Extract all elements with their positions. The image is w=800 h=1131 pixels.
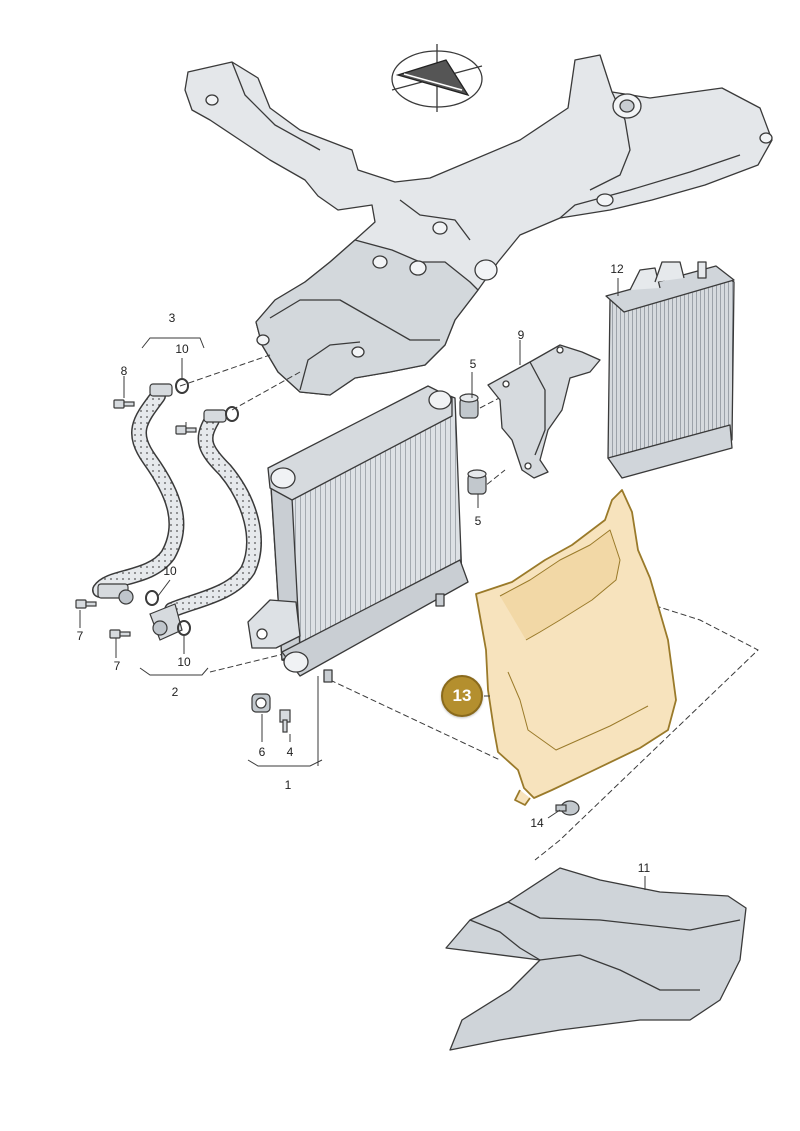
rubber-mount-parts bbox=[251, 393, 487, 733]
oil-hose-3 bbox=[92, 383, 185, 605]
callout-5: 5 bbox=[469, 357, 477, 371]
callout-5: 5 bbox=[474, 514, 482, 528]
callout-2: 2 bbox=[171, 685, 179, 699]
callout-14: 14 bbox=[530, 816, 544, 830]
oil-hose-2 bbox=[149, 409, 262, 641]
bolt-part-14 bbox=[555, 800, 580, 816]
callout-10: 10 bbox=[177, 655, 191, 669]
callout-7: 7 bbox=[76, 629, 84, 643]
highlighted-callout-13[interactable]: 13 bbox=[441, 675, 483, 717]
callout-10: 10 bbox=[163, 564, 177, 578]
callout-11: 11 bbox=[637, 861, 651, 875]
direction-arrow-icon bbox=[391, 44, 483, 112]
auxiliary-cooler bbox=[605, 261, 735, 479]
lower-cover-part bbox=[445, 867, 747, 1051]
callout-12: 12 bbox=[610, 262, 624, 276]
callout-9: 9 bbox=[517, 328, 525, 342]
callout-3: 3 bbox=[168, 311, 176, 325]
air-guide-part-13 bbox=[475, 489, 677, 806]
callout-7: 7 bbox=[113, 659, 121, 673]
o-ring-parts bbox=[145, 378, 239, 636]
callout-1: 1 bbox=[284, 778, 292, 792]
callout-10: 10 bbox=[175, 342, 189, 356]
oil-cooler-radiator bbox=[247, 385, 469, 683]
subframe-part bbox=[184, 54, 773, 396]
callout-leaders bbox=[79, 278, 646, 890]
callout-4: 4 bbox=[286, 745, 294, 759]
callout-8: 8 bbox=[120, 364, 128, 378]
mounting-bracket bbox=[487, 344, 601, 479]
callout-6: 6 bbox=[258, 745, 266, 759]
bolt-parts bbox=[75, 399, 197, 639]
